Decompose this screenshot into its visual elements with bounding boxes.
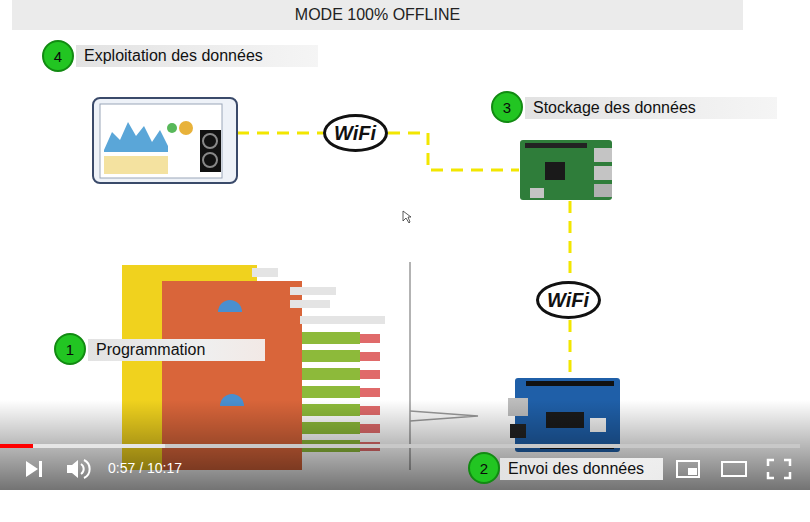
- knob: [203, 134, 217, 148]
- step-label: Stockage des données: [525, 97, 777, 119]
- node-text: Exploitation des données: [76, 45, 318, 67]
- volume-icon: [67, 460, 78, 478]
- miniplayer-icon: [688, 468, 697, 475]
- dashed-link: [237, 132, 323, 135]
- miniplayer-icon: [677, 461, 699, 477]
- pin-header: [526, 381, 614, 386]
- block: [302, 386, 360, 398]
- wifi-logo: WiFi: [536, 281, 601, 319]
- step-label: Envoi des données: [500, 458, 663, 480]
- wifi-logo: WiFi: [323, 114, 388, 152]
- ethernet-port: [594, 184, 612, 197]
- tablet-body: [93, 98, 237, 183]
- node-text: WiFi: [334, 122, 376, 145]
- dashed-link: [569, 201, 572, 280]
- chip: [545, 162, 565, 180]
- chart-area: [104, 122, 168, 152]
- usb-port: [594, 148, 612, 162]
- progress-buffer: [33, 444, 165, 448]
- play-icon: [26, 461, 38, 477]
- block: [252, 268, 278, 277]
- block: [122, 265, 257, 281]
- timestamp: 0:57 / 10:17: [108, 460, 182, 476]
- block: [360, 370, 380, 379]
- tablet: [93, 98, 237, 183]
- node-text: 1: [66, 341, 74, 358]
- block: [360, 388, 380, 397]
- dashed-link: [388, 133, 519, 170]
- node-text: Envoi des données: [500, 458, 663, 480]
- player-gradient: [0, 400, 810, 490]
- progress-played: [0, 444, 33, 448]
- step-number: 2: [468, 452, 500, 484]
- node-text: 2: [480, 460, 488, 477]
- node-text: 4: [54, 48, 62, 65]
- gpio-header: [525, 143, 587, 148]
- step-number: 1: [54, 333, 86, 365]
- dashed-link: [569, 320, 572, 377]
- block: [302, 368, 360, 380]
- block: [360, 352, 380, 361]
- theater-icon: [722, 462, 746, 476]
- mouse-cursor: [403, 211, 411, 223]
- block: [300, 316, 385, 324]
- knob: [203, 153, 217, 167]
- block: [302, 332, 360, 344]
- gauge-icon: [218, 300, 242, 312]
- block: [290, 300, 330, 308]
- progress-track: [0, 444, 800, 448]
- gauge: [179, 121, 193, 135]
- block: [290, 287, 336, 295]
- diagram-title: MODE 100% OFFLINE: [295, 6, 460, 24]
- step-number: 3: [491, 91, 523, 123]
- node-text: WiFi: [547, 289, 589, 312]
- next-icon: [39, 461, 42, 477]
- pi-board: [520, 140, 612, 200]
- raspberry-pi: [520, 140, 612, 200]
- block: [360, 334, 380, 343]
- step-label: Programmation: [88, 339, 265, 361]
- usb-port: [594, 166, 612, 180]
- node-text: 3: [503, 99, 511, 116]
- tablet-screen: [100, 104, 222, 178]
- title-band: MODE 100% OFFLINE: [12, 0, 743, 30]
- node-text: Programmation: [88, 339, 265, 361]
- step-number: 4: [42, 40, 74, 72]
- side-panel: [200, 130, 221, 172]
- volume-waves: [81, 460, 90, 478]
- node-text: Stockage des données: [525, 97, 777, 119]
- gauge: [167, 123, 177, 133]
- chart-panel: [104, 156, 168, 174]
- block: [302, 350, 360, 362]
- step-label: Exploitation des données: [76, 45, 318, 67]
- hdmi-port: [530, 188, 544, 198]
- fullscreen-icon: [768, 460, 790, 478]
